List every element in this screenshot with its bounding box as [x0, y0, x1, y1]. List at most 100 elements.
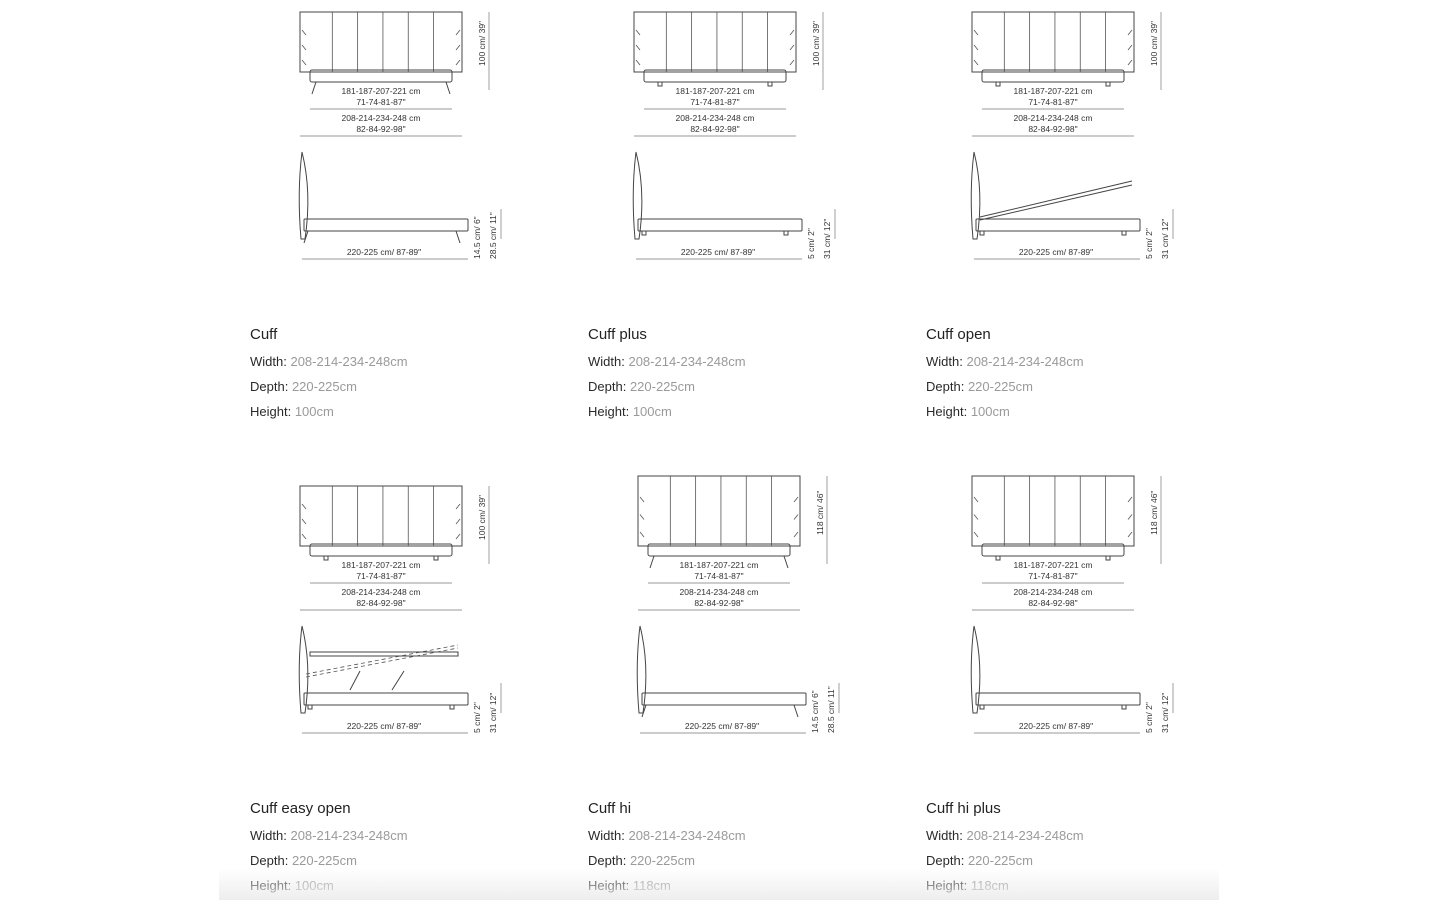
bed-base-front	[643, 69, 787, 83]
dimension-diagram: 100 cm/ 39"181-187-207-221 cm71-74-81-87…	[970, 11, 1174, 260]
headboard-side	[298, 625, 309, 714]
height-key: Height:	[250, 404, 292, 419]
side-dim-a-label: 5 cm/ 2"	[1144, 702, 1154, 733]
headboard-front	[971, 475, 1135, 547]
height-key: Height:	[588, 404, 630, 419]
total-width-label: 208-214-234-248 cm	[1014, 587, 1093, 597]
head-height-label: 100 cm/ 39"	[1149, 21, 1159, 66]
product-name[interactable]: Cuff easy open	[250, 800, 351, 817]
height-value: 100cm	[294, 404, 334, 419]
total-width-label: 208-214-234-248 cm	[1014, 113, 1093, 123]
bed-base-front	[309, 543, 453, 557]
depth-value: 220-225cm	[967, 379, 1033, 394]
total-width-inch-label: 82-84-92-98"	[694, 598, 743, 608]
bed-base-front	[981, 69, 1125, 83]
bed-base-side	[975, 692, 1141, 706]
total-width-inch-label: 82-84-92-98"	[356, 124, 405, 134]
depth-row: Depth: 220-225cm	[926, 379, 1264, 404]
head-height-label: 118 cm/ 46"	[1149, 491, 1159, 535]
product-info: Cuff hi Width: 208-214-234-248cm Depth: …	[588, 800, 926, 903]
height-row: Height: 100cm	[250, 878, 588, 903]
side-dim-a-label: 5 cm/ 2"	[806, 228, 816, 259]
depth-value: 220-225cm	[967, 853, 1033, 868]
total-width-label: 208-214-234-248 cm	[680, 587, 759, 597]
bed-base-side	[641, 692, 807, 706]
depth-row: Depth: 220-225cm	[250, 379, 588, 404]
total-width-label: 208-214-234-248 cm	[676, 113, 755, 123]
width-row: Width: 208-214-234-248cm	[588, 354, 926, 379]
product-info: Cuff open Width: 208-214-234-248cm Depth…	[926, 326, 1264, 429]
total-width-inch-label: 82-84-92-98"	[356, 598, 405, 608]
product-name[interactable]: Cuff hi	[588, 800, 632, 817]
bed-width-inch-label: 71-74-81-87"	[356, 571, 405, 581]
side-dim-b-label: 28.5 cm/ 11"	[826, 686, 836, 733]
width-value: 208-214-234-248cm	[290, 354, 408, 369]
height-key: Height:	[926, 404, 968, 419]
height-row: Height: 100cm	[250, 404, 588, 429]
headboard-front	[299, 485, 463, 547]
depth-key: Depth:	[250, 853, 289, 868]
width-row: Width: 208-214-234-248cm	[926, 828, 1264, 853]
depth-key: Depth:	[250, 379, 289, 394]
width-row: Width: 208-214-234-248cm	[588, 828, 926, 853]
depth-row: Depth: 220-225cm	[926, 853, 1264, 878]
height-row: Height: 100cm	[588, 404, 926, 429]
height-key: Height:	[250, 878, 292, 893]
width-value: 208-214-234-248cm	[966, 354, 1084, 369]
bed-base-side	[975, 218, 1141, 232]
depth-value: 220-225cm	[291, 379, 357, 394]
dimension-diagram: 100 cm/ 39"181-187-207-221 cm71-74-81-87…	[298, 11, 502, 260]
depth-value: 220-225cm	[291, 853, 357, 868]
product-name[interactable]: Cuff open	[926, 326, 991, 343]
width-row: Width: 208-214-234-248cm	[250, 828, 588, 853]
bed-base-side	[303, 692, 469, 706]
headboard-side	[636, 625, 647, 714]
height-value: 100cm	[294, 878, 334, 893]
dimension-diagram: 118 cm/ 46"181-187-207-221 cm71-74-81-87…	[636, 475, 840, 734]
bed-width-inch-label: 71-74-81-87"	[1028, 571, 1077, 581]
bed-base-side	[303, 218, 469, 232]
width-key: Width:	[926, 354, 963, 369]
head-height-label: 100 cm/ 39"	[811, 21, 821, 66]
headboard-front	[633, 11, 797, 73]
height-value: 100cm	[970, 404, 1010, 419]
dimension-diagram: 100 cm/ 39"181-187-207-221 cm71-74-81-87…	[632, 11, 836, 260]
width-row: Width: 208-214-234-248cm	[250, 354, 588, 379]
bed-base-front	[981, 543, 1125, 557]
bed-width-label: 181-187-207-221 cm	[1014, 560, 1093, 570]
side-dim-b-label: 31 cm/ 12"	[1160, 219, 1170, 259]
side-dim-b-label: 31 cm/ 12"	[822, 219, 832, 259]
total-width-inch-label: 82-84-92-98"	[1028, 598, 1077, 608]
product-info: Cuff Width: 208-214-234-248cm Depth: 220…	[250, 326, 588, 429]
bed-width-label: 181-187-207-221 cm	[342, 560, 421, 570]
width-value: 208-214-234-248cm	[628, 354, 746, 369]
headboard-side	[298, 151, 309, 240]
bed-width-label: 181-187-207-221 cm	[1014, 86, 1093, 96]
depth-key: Depth:	[588, 379, 627, 394]
depth-row: Depth: 220-225cm	[588, 379, 926, 404]
bed-base-side	[637, 218, 803, 232]
width-value: 208-214-234-248cm	[628, 828, 746, 843]
product-name[interactable]: Cuff plus	[588, 326, 647, 343]
height-row: Height: 118cm	[926, 878, 1264, 903]
product-info: Cuff plus Width: 208-214-234-248cm Depth…	[588, 326, 926, 429]
length-label: 220-225 cm/ 87-89"	[347, 721, 421, 731]
length-label: 220-225 cm/ 87-89"	[685, 721, 759, 731]
product-name[interactable]: Cuff hi plus	[926, 800, 1001, 817]
head-height-label: 118 cm/ 46"	[815, 491, 825, 535]
depth-key: Depth:	[926, 379, 965, 394]
length-label: 220-225 cm/ 87-89"	[1019, 721, 1093, 731]
side-dim-b-label: 31 cm/ 12"	[1160, 693, 1170, 733]
bed-base-front	[647, 543, 791, 557]
height-row: Height: 118cm	[588, 878, 926, 903]
product-name[interactable]: Cuff	[250, 326, 278, 343]
total-width-label: 208-214-234-248 cm	[342, 113, 421, 123]
length-label: 220-225 cm/ 87-89"	[347, 247, 421, 257]
bed-base-front	[309, 69, 453, 83]
headboard-side	[632, 151, 643, 240]
